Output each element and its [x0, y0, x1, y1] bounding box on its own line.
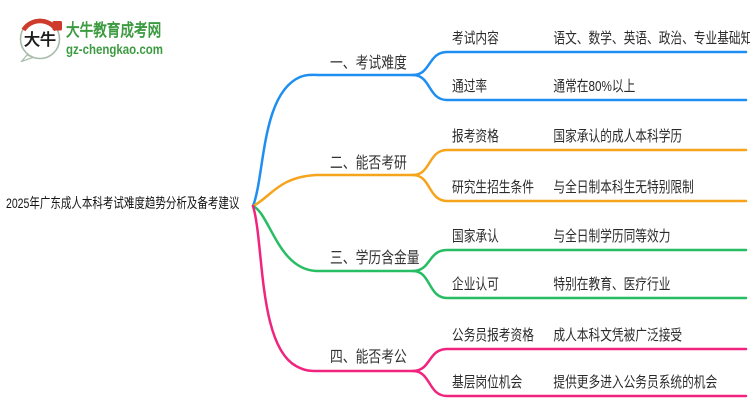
branch-label-2: 二、能否考研	[330, 155, 407, 172]
leaf-employer-recognized: 企业认可 特别在教育、医疗行业	[452, 275, 670, 295]
leaf-value: 语文、数学、英语、政治、专业基础知识	[553, 30, 750, 47]
leaf-grassroots-opportunity: 基层岗位机会 提供更多进入公务员系统的机会	[452, 373, 717, 393]
leaf-key: 企业认可	[452, 276, 499, 293]
site-logo[interactable]: 大牛 大牛教育成考网 gz-chengkao.com	[14, 12, 204, 64]
branch-4-lines	[251, 204, 748, 398]
leaf-value: 特别在教育、医疗行业	[553, 276, 671, 293]
leaf-apply-qualification: 报考资格 国家承认的成人本科学历	[452, 127, 682, 147]
logo-domain: gz-chengkao.com	[66, 42, 163, 57]
branch-1-lines	[251, 50, 748, 208]
leaf-key: 基层岗位机会	[452, 374, 523, 391]
leaf-value: 成人本科文凭被广泛接受	[553, 327, 683, 344]
leaf-civil-service-qualification: 公务员报考资格 成人本科文凭被广泛接受	[452, 326, 682, 346]
branch-label-3: 三、学历含金量	[330, 250, 420, 267]
branch-2-lines	[251, 148, 748, 208]
leaf-value: 与全日制学历同等效力	[553, 228, 671, 245]
logo-bubble-tail	[20, 54, 35, 62]
logo-seal	[52, 21, 62, 31]
logo-bull-icon: 大牛	[19, 18, 62, 62]
leaf-value: 国家承认的成人本科学历	[553, 128, 683, 145]
leaf-postgrad-conditions: 研究生招生条件 与全日制本科生无特别限制	[452, 178, 694, 198]
leaf-exam-content: 考试内容 语文、数学、英语、政治、专业基础知识	[452, 29, 750, 49]
leaf-key: 通过率	[452, 78, 488, 95]
leaf-key: 国家承认	[452, 228, 499, 245]
leaf-value: 提供更多进入公务员系统的机会	[553, 374, 718, 391]
branch-label-4: 四、能否考公	[330, 349, 407, 366]
root-topic: 2025年广东成人本科考试难度趋势分析及备考建议	[6, 195, 240, 211]
leaf-value: 通常在80%以上	[553, 78, 636, 95]
logo-title: 大牛教育成考网	[66, 21, 162, 40]
leaf-value: 与全日制本科生无特别限制	[553, 179, 694, 196]
leaf-key: 研究生招生条件	[452, 179, 534, 196]
leaf-state-recognized: 国家承认 与全日制学历同等效力	[452, 227, 670, 247]
leaf-key: 公务员报考资格	[452, 327, 534, 344]
leaf-key: 考试内容	[452, 30, 499, 47]
leaf-key: 报考资格	[452, 128, 499, 145]
branch-label-1: 一、考试难度	[330, 55, 407, 72]
logo-mark-text: 大牛	[24, 30, 56, 49]
leaf-pass-rate: 通过率 通常在80%以上	[452, 77, 635, 97]
branch-3-lines	[251, 204, 748, 300]
